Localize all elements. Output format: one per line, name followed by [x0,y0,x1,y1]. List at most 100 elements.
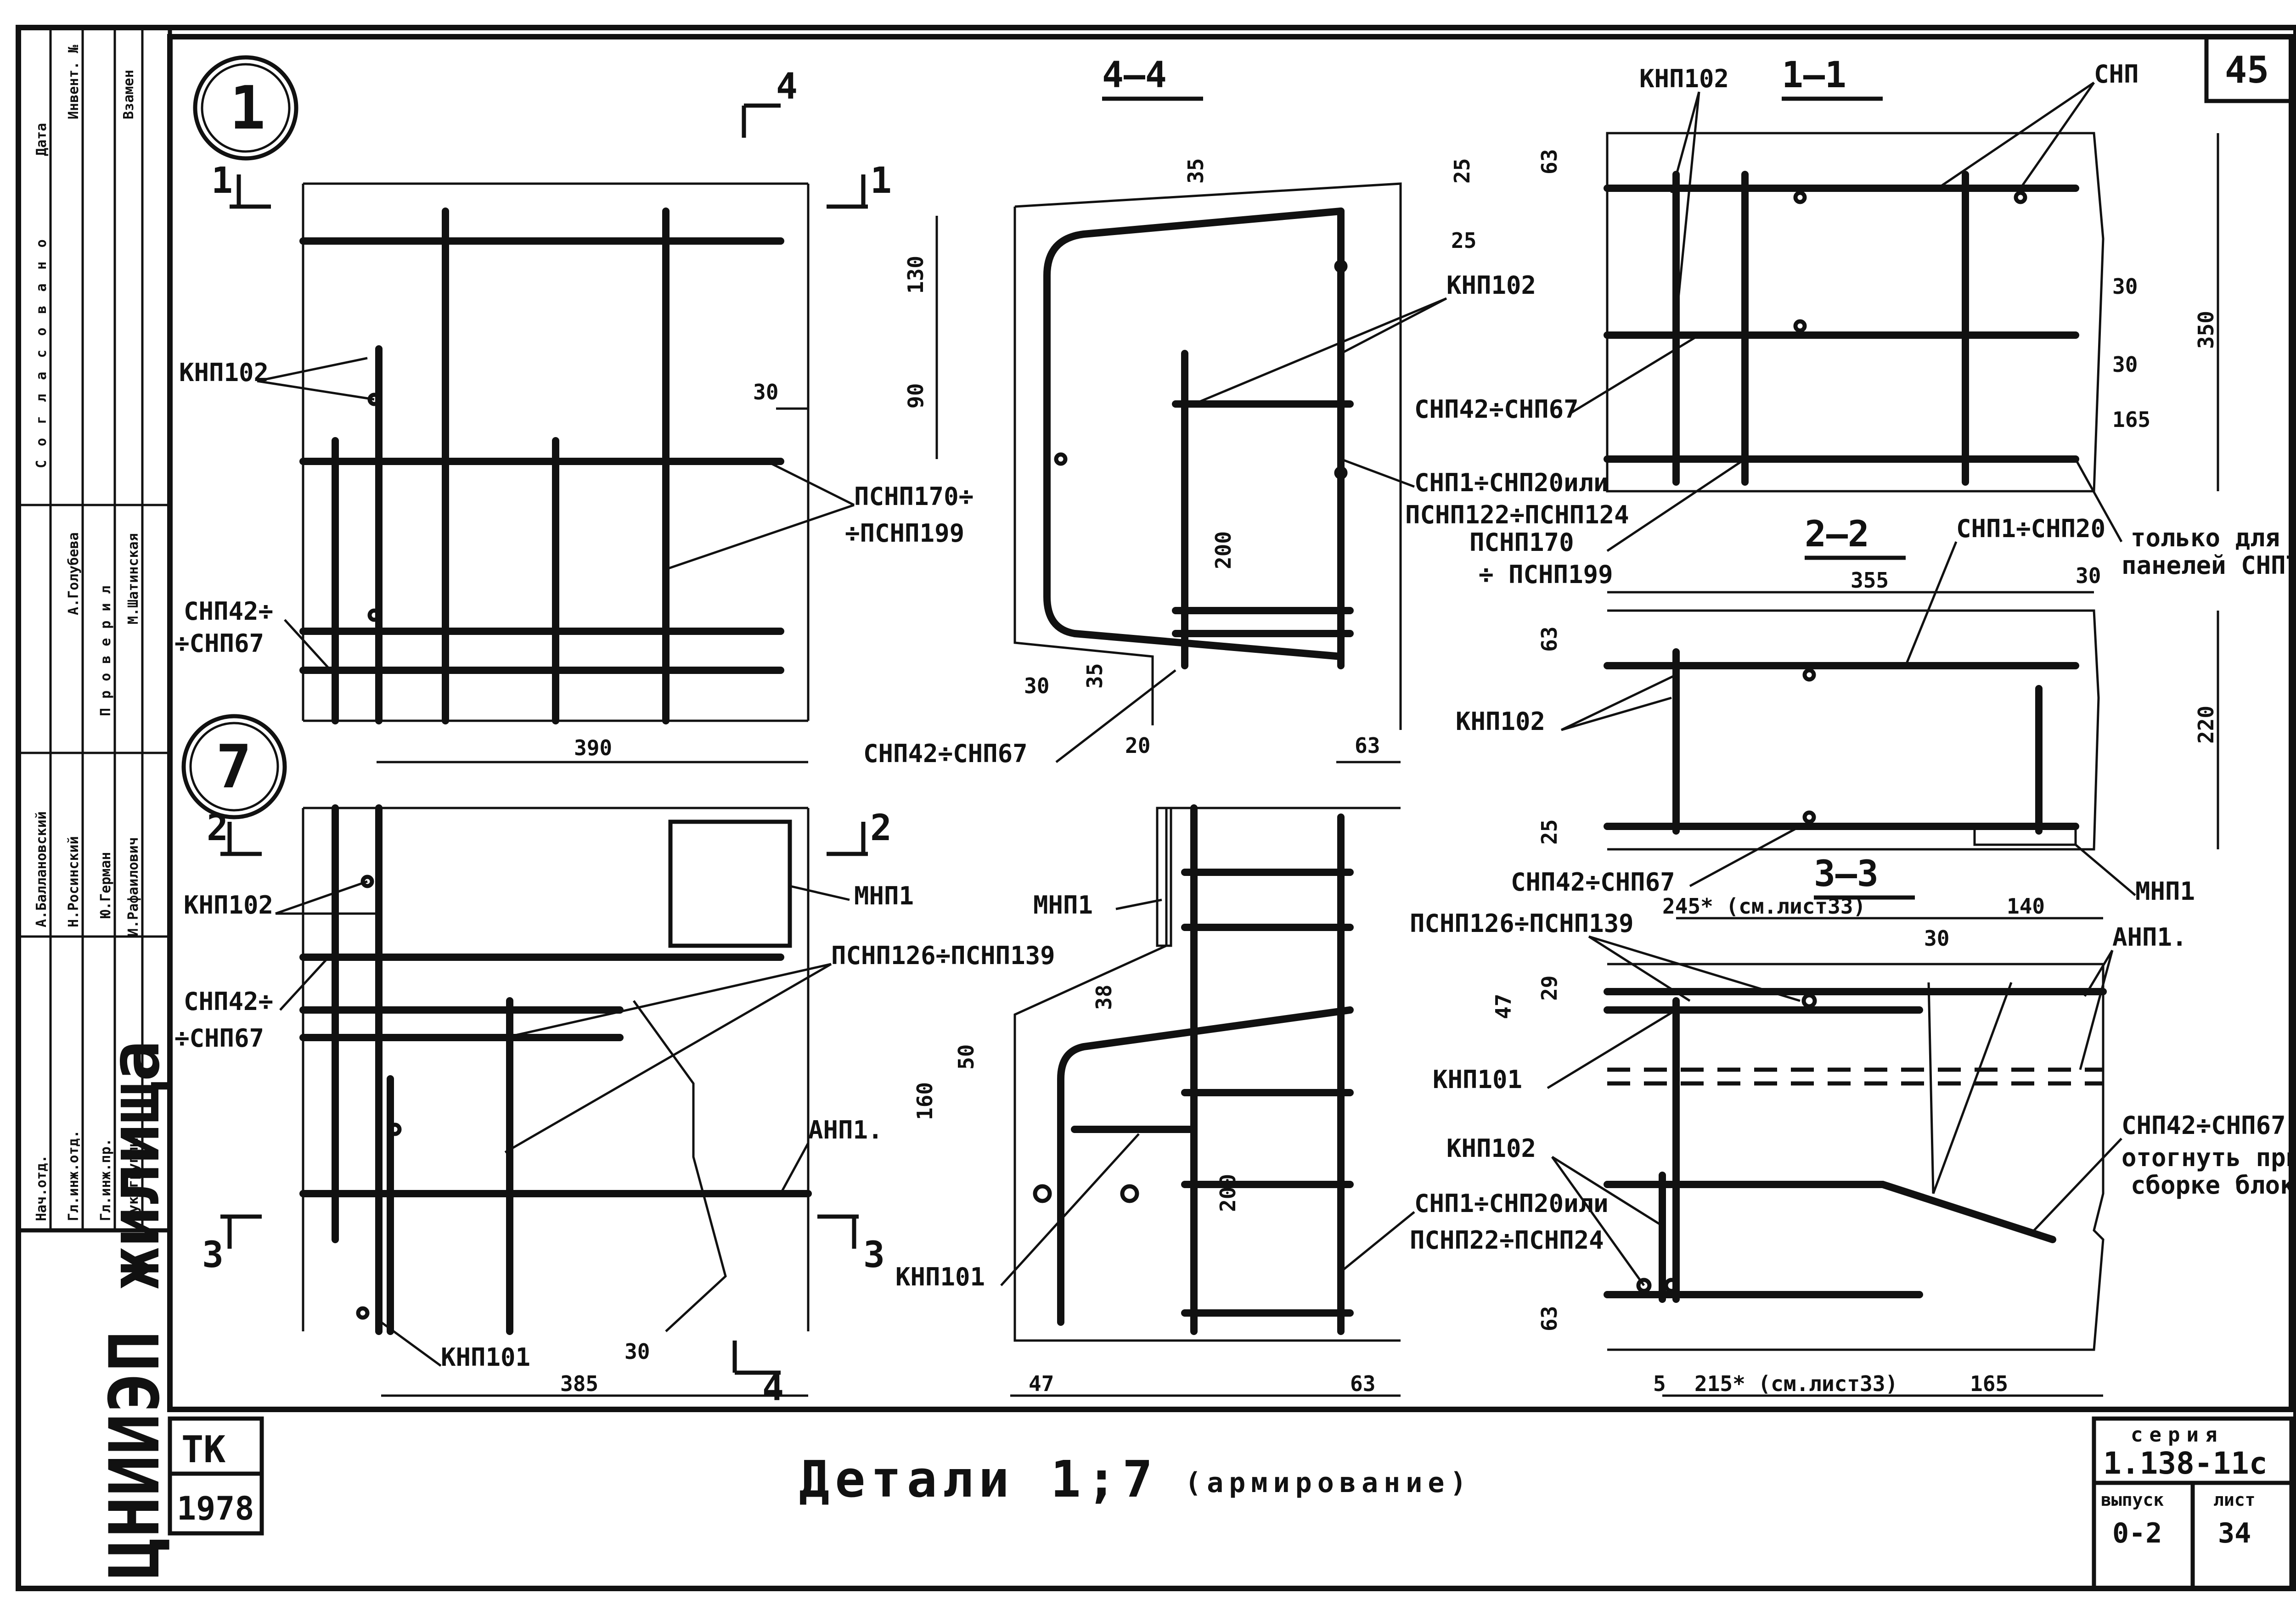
sheet-number-top: 45 [2225,49,2269,91]
s11-label-knp102: КНП102 [1639,64,1729,93]
d1-label-psnp170: ПСНП170÷ [854,482,974,511]
s44-dim-20: 20 [1125,733,1150,758]
s44-dim-200b: 200 [1216,1174,1240,1212]
s44-dim-25b: 25 [1451,228,1476,253]
section-3-3: 3—3 ПСНП126÷ПСНП139 АНП1. КНП101 КНП102 … [1410,853,2296,1397]
s33-note1: отогнуть при [2122,1143,2296,1172]
s33-dim-140: 140 [2007,894,2045,919]
s33-label-knp102: КНП102 [1446,1134,1536,1163]
s33-note2: сборке блока [2131,1171,2296,1200]
d7-cut-2b: 2 [870,808,892,849]
name-rafailovich: И.Рафаилович [125,837,141,937]
stamp-year: 1978 [177,1490,254,1527]
section-2-2: 2—2 СНП1÷СНП20 КНП102 СНП42÷СНП67 МНП1 3… [1456,514,2219,906]
s22-title: 2—2 [1805,514,1869,555]
s33-label-knp101: КНП101 [1433,1065,1522,1094]
d1-dim-30: 30 [753,380,778,404]
name-golubeva: А.Голубева [66,532,82,615]
organization-logo: ЦНИИЭП жилища [95,1040,175,1579]
s33-label-anp1: АНП1. [2112,923,2187,952]
sheet-number-box [2204,34,2294,103]
section-1-1: 1—1 КНП102 СНП СНП42÷СНП67 ПСНП170 ÷ ПСН… [1414,55,2296,589]
s11-label-psnp170: ПСНП170 [1469,528,1574,557]
d1-cut-4: 4 [776,66,798,107]
s44-dim-130: 130 [903,256,928,294]
s44-label-psnp22: ПСНП22÷ПСНП24 [1410,1226,1604,1255]
s44-dim-63: 63 [1355,733,1380,758]
name-ballanovsky: А.Баллановский [34,811,50,927]
s44-dim-35b: 35 [1082,663,1107,689]
d7-cut-3a: 3 [202,1234,224,1276]
checked-label: Проверил [98,577,114,717]
s44-label-knp102: КНП102 [1446,271,1536,300]
s44-label-snp1: СНП1÷СНП20или [1414,468,1609,497]
inv-label: Инвент. № [66,45,82,119]
s44-dim-25a: 25 [1450,158,1474,184]
s44-label-mnp1: МНП1 [1033,891,1093,920]
d7-label-knp102: КНП102 [184,891,273,920]
name-rosinsky: Н.Росинский [66,836,82,927]
s44-label-knp101: КНП101 [895,1262,985,1291]
s44-title: 4—4 [1102,55,1167,96]
d1-label-knp102: КНП102 [179,358,269,387]
series-label: серия [2131,1423,2223,1447]
s11-dim-30a: 30 [2112,274,2138,299]
s33-dim-30: 30 [1924,926,1949,951]
detail-7: 7 2 2 3 3 4 385 30 КНП102 МНП1 [174,714,1055,1409]
issue-label: выпуск [2101,1490,2164,1510]
s33-dim-165: 165 [1970,1371,2008,1396]
s33-dim-215: 215* (см.лист33) [1694,1371,1898,1396]
section-4-4-lower: МНП1 КНП101 СНП1÷СНП20или ПСНП22÷ПСНП24 … [895,804,1609,1397]
d7-cut-4: 4 [762,1368,784,1409]
s33-label-snp42: СНП42÷СНП67 [2122,1111,2286,1140]
s22-dim-63: 63 [1537,627,1562,652]
s44-label-psnp122: ПСНП122÷ПСНП124 [1405,500,1629,529]
s11-dim-63: 63 [1537,149,1562,174]
detail-1-mark: 1 [230,73,265,143]
side-stamp: Согласовано Дата Инвент. № Взамен Провер… [16,25,175,1579]
s44-dim-38: 38 [1092,985,1116,1010]
d7-label-snp67: ÷СНП67 [174,1024,264,1053]
s44-dim-200: 200 [1211,531,1236,569]
s22-dim-30: 30 [2076,563,2101,588]
role-1: Гл.инж.отд. [66,1130,82,1221]
d7-label-snp42: СНП42÷ [184,987,273,1016]
date-label: Дата [34,123,50,156]
name-shatinskaya: М.Шатинская [125,533,141,624]
s33-label-psnp126: ПСНП126÷ПСНП139 [1410,909,1634,938]
section-4-4: 4—4 130 90 200 35 25 25 30 35 20 63 КНП1… [863,55,1629,768]
s44-dim-30: 30 [1024,673,1049,698]
series-value: 1.138-11с [2103,1446,2268,1481]
list-value: 34 [2218,1517,2251,1549]
s44-dim-47: 47 [1029,1371,1054,1396]
sheet-title-note: (армирование) [1185,1467,1472,1499]
d7-dim-385: 385 [560,1371,598,1396]
d7-cut-3b: 3 [863,1234,885,1276]
s11-title: 1—1 [1782,55,1846,96]
d7-label-mnp1: МНП1 [854,881,914,910]
s11-note2: панелей СНПТ1 [2122,551,2296,580]
s22-label-knp102: КНП102 [1456,707,1545,736]
list-label: лист [2213,1490,2256,1510]
d7-cut-2a: 2 [207,808,228,849]
s11-label-psnp199: ÷ ПСНП199 [1479,560,1613,589]
s11-label-snp42: СНП42÷СНП67 [1414,395,1579,424]
d7-label-knp101: КНП101 [441,1343,530,1372]
stamp-code: ТК [181,1428,225,1471]
detail-1: 1 4 1 1 390 30 КНП102 ПСНП170÷ ÷ПСНП19 [174,55,974,763]
issue-value: 0-2 [2112,1517,2162,1549]
s22-label-snp1: СНП1÷СНП20 [1956,514,2105,543]
s11-dim-350: 350 [2194,311,2218,349]
s44-dim-63b: 63 [1350,1371,1375,1396]
s44-dim-50: 50 [954,1044,979,1070]
s44-label-snp1b: СНП1÷СНП20или [1414,1189,1609,1218]
s33-dim-63: 63 [1537,1306,1562,1331]
sheet-title: Детали 1;7 [799,1450,1158,1509]
s22-dim-220: 220 [2194,706,2218,744]
s33-title: 3—3 [1814,853,1879,895]
s22-label-snp42: СНП42÷СНП67 [1511,868,1675,897]
s33-dim-47: 47 [1491,994,1516,1019]
agreed-label: Согласовано [34,225,50,468]
s11-dim-165: 165 [2112,407,2150,432]
